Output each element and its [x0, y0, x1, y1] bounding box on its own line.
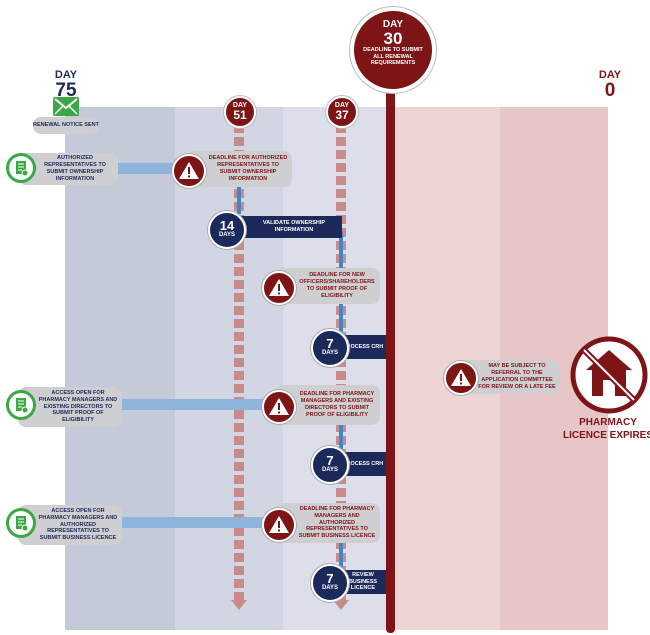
day51-dashed-line	[234, 124, 244, 604]
day51-badge: DAY 51	[224, 96, 256, 128]
step-1-circle: 14 DAYS	[208, 211, 246, 249]
band-1	[65, 107, 175, 630]
day37-dashed-line	[336, 124, 346, 604]
no-pharmacy-icon	[570, 336, 648, 414]
connector-5	[339, 540, 343, 570]
bar-row1	[118, 163, 184, 174]
connector-2	[339, 232, 343, 270]
day30-line	[386, 80, 395, 633]
day30-badge: DAY 30 DEADLINE TO SUBMIT ALL RENEWAL RE…	[350, 7, 436, 93]
step-2-circle: 7 DAYS	[311, 329, 349, 367]
warning-icon	[262, 508, 296, 542]
bar-row3	[120, 517, 270, 528]
document-icon	[6, 153, 36, 183]
connector-1	[237, 186, 241, 214]
warning-icon	[262, 390, 296, 424]
warning-icon	[262, 271, 296, 305]
day37-arrow-icon	[333, 600, 349, 610]
bar-row2	[120, 399, 270, 410]
document-icon	[6, 508, 36, 538]
day51-arrow-icon	[231, 600, 247, 610]
step-3-circle: 7 DAYS	[311, 446, 349, 484]
step-1-box: VALIDATE OWNERSHIP INFORMATION	[238, 216, 342, 238]
day0-label: DAY 0	[598, 69, 622, 101]
licence-expires-text: PHARMACY LICENCE EXPIRES	[562, 417, 650, 441]
warning-icon	[444, 361, 478, 395]
email-icon	[53, 97, 79, 116]
connector-3	[339, 304, 343, 334]
connector-4	[339, 422, 343, 452]
band-2	[175, 107, 283, 630]
document-icon	[6, 390, 36, 420]
warning-icon	[172, 154, 206, 188]
day75-label: DAY 75	[54, 69, 78, 101]
renewal-notice-box: RENEWAL NOTICE SENT	[33, 117, 99, 134]
day37-badge: DAY 37	[326, 96, 358, 128]
step-4-circle: 7 DAYS	[311, 564, 349, 602]
